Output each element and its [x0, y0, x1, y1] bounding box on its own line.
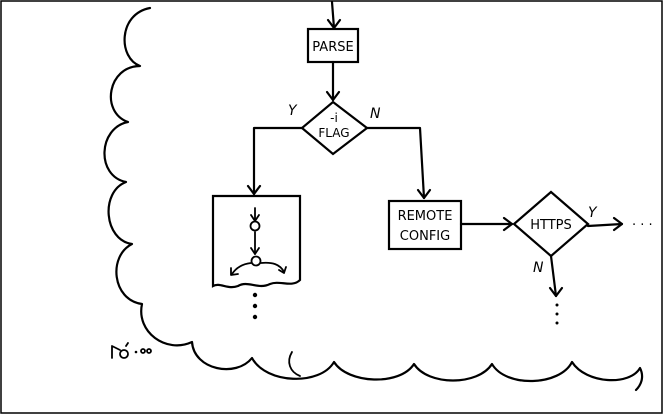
edge-https-no [548, 254, 564, 298]
edge-flag-yes [246, 126, 304, 196]
cloud-outline [103, 6, 644, 392]
edge-flag-yes-label: Y [288, 103, 298, 119]
node-flag-decision: -i FLAG [300, 100, 369, 156]
node-https-label: HTTPS [530, 218, 572, 233]
cloud-inner-bump [288, 351, 301, 377]
node-flag-label-1: -i [330, 111, 338, 125]
edge-into-parse [326, 0, 342, 30]
edge-remote-to-https [459, 216, 514, 232]
edge-https-no-label: N [533, 260, 544, 276]
edge-flag-no-label: N [370, 106, 381, 122]
edge-flag-no [365, 126, 432, 200]
node-https-decision: HTTPS [512, 190, 590, 258]
https-yes-continuation: · · · [632, 218, 653, 233]
scribble-mark [111, 342, 152, 359]
subflow-node-bottom [250, 255, 262, 267]
edge-parse-to-flag [325, 60, 341, 102]
edge-https-yes [586, 216, 624, 232]
https-no-continuation-dots [555, 303, 559, 325]
node-flag-label-2: FLAG [318, 126, 349, 140]
node-parse-label: PARSE [312, 40, 353, 55]
node-parse: PARSE [306, 27, 360, 64]
node-remote-config: REMOTE CONFIG [387, 199, 463, 251]
node-remote-config-label-2: CONFIG [400, 229, 450, 244]
subflow-continuation-dots [252, 292, 258, 320]
node-remote-config-label-1: REMOTE [398, 209, 453, 224]
subflow-node-top [249, 220, 261, 232]
node-subflow-card [211, 194, 302, 289]
edge-https-yes-label: Y [588, 205, 598, 221]
